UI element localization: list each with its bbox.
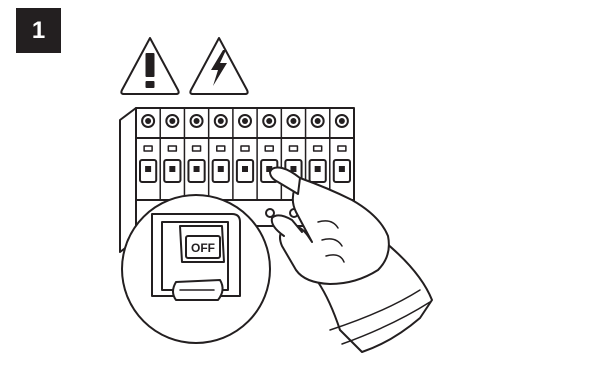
exclamation-warning-icon [121,38,178,94]
off-label: OFF [191,241,215,255]
lightning-warning-icon [190,38,247,94]
rail-screw-icon [266,209,274,217]
switch-magnifier: OFF [122,195,270,343]
